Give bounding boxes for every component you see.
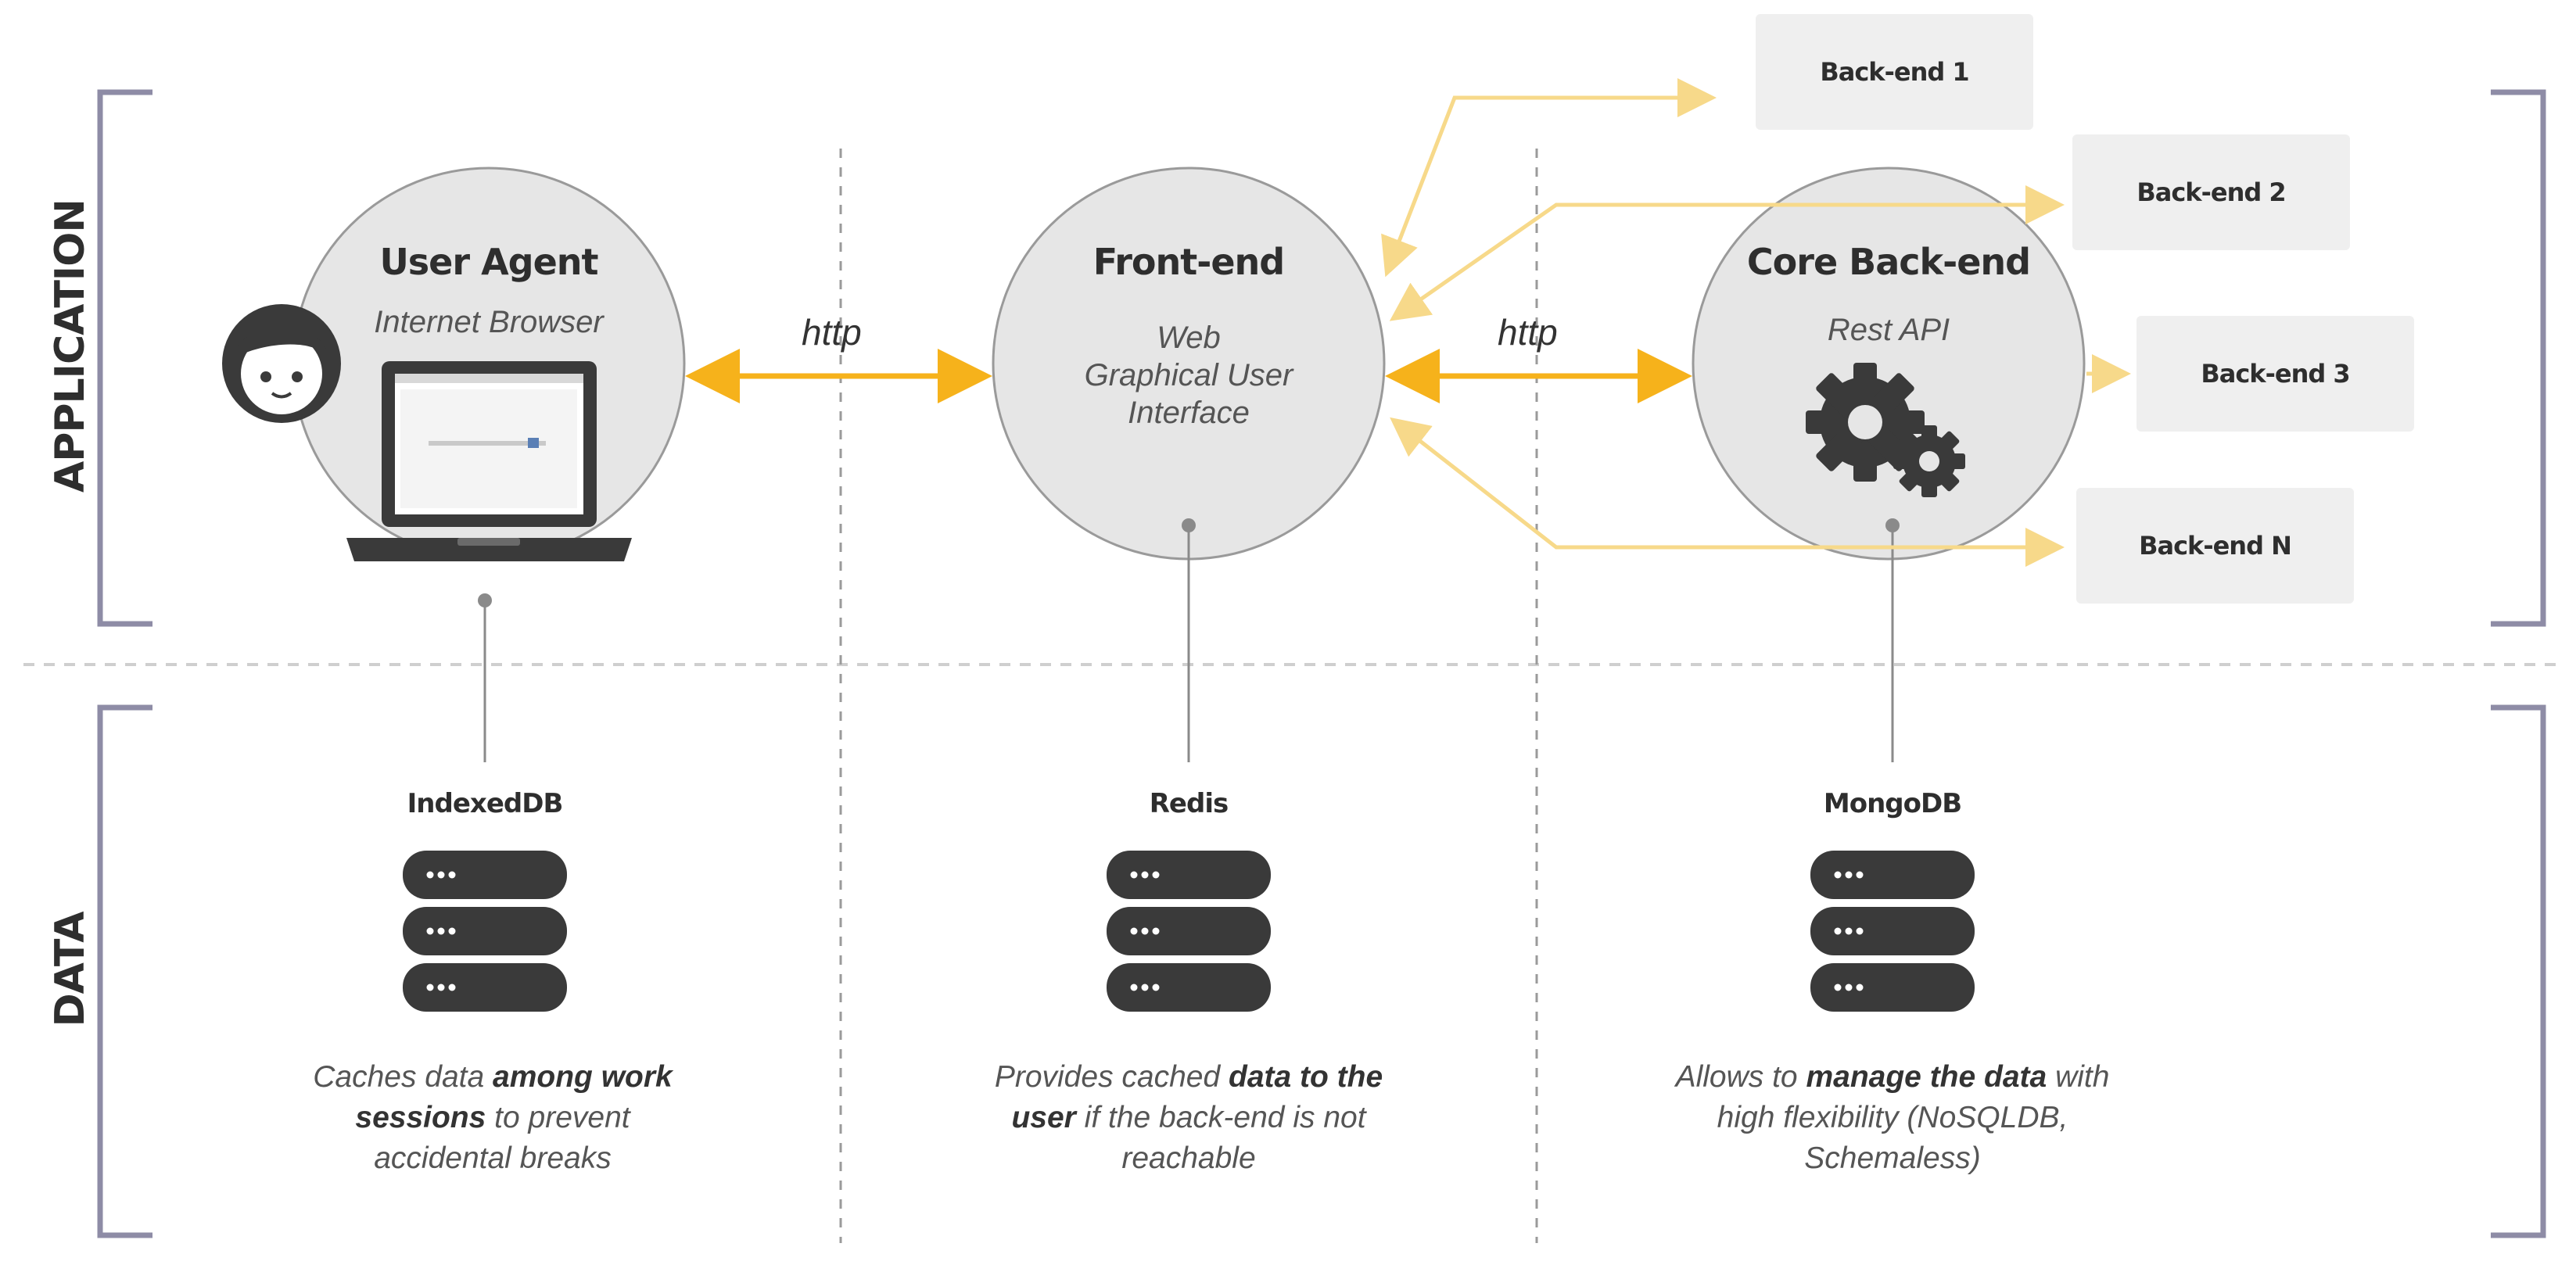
data-bracket-left: [97, 704, 152, 1238]
db-led: [1856, 871, 1864, 879]
db-disk: [403, 963, 567, 1012]
db-led: [1130, 871, 1138, 879]
db-disk: [1107, 907, 1271, 955]
db-led: [1856, 927, 1864, 935]
core-back-end-circle: [1692, 167, 2086, 561]
db-disk: [1107, 851, 1271, 899]
redis-icon: [1107, 851, 1271, 1012]
front-end-subtitle-line-1: Web: [1157, 321, 1221, 355]
indexeddb-icon: [403, 851, 567, 1012]
back-end-1-box: Back-end 1: [1756, 14, 2033, 130]
db-led: [426, 871, 434, 879]
arrow-back-end-2: [1389, 185, 2065, 321]
mongodb-desc-part-2: manage the data: [1806, 1060, 2047, 1094]
db-led: [1845, 871, 1853, 879]
user-agent-title: User Agent: [379, 241, 598, 283]
core-back-end-subtitle: Rest API: [1827, 313, 1950, 347]
db-led: [426, 984, 434, 991]
db-disk: [1107, 963, 1271, 1012]
gears-icon: [1806, 363, 1965, 497]
indexeddb-desc-part-3: to prevent accidental breaks: [374, 1101, 630, 1175]
db-led: [1834, 871, 1842, 879]
db-disk: [403, 907, 567, 955]
mongodb-desc-part-3: with high flexibility (NoSQLDB, Schemale…: [1717, 1060, 2110, 1175]
back-end-3-box: Back-end 3: [2137, 316, 2414, 432]
mongodb-label: MongoDB: [1823, 788, 1962, 819]
redis-description: Provides cached data to the user if the …: [962, 1057, 1415, 1179]
db-led: [437, 927, 445, 935]
front-end-title: Front-end: [1092, 241, 1285, 283]
user-agent-subtitle: Internet Browser: [374, 305, 604, 339]
redis-label: Redis: [1149, 788, 1229, 819]
front-end-subtitle-line-3: Interface: [1128, 396, 1250, 430]
db-led: [1152, 984, 1160, 991]
db-led: [1130, 927, 1138, 935]
arrow-back-end-n: [1390, 417, 2065, 567]
mongodb-desc-part-1: Allows to: [1675, 1060, 1806, 1094]
laptop-icon: [346, 361, 632, 561]
data-bracket-right: [2491, 704, 2546, 1238]
indexeddb-desc-part-1: Caches data: [313, 1060, 493, 1094]
indexeddb-label: IndexedDB: [407, 788, 564, 819]
indexeddb-description: Caches data among work sessions to preve…: [289, 1057, 696, 1179]
db-led: [1845, 984, 1853, 991]
back-end-2-box: Back-end 2: [2072, 134, 2350, 250]
http-label-left: http: [802, 312, 862, 353]
redis-desc-part-3: if the back-end is not reachable: [1075, 1101, 1366, 1175]
db-led: [1152, 871, 1160, 879]
db-led: [437, 984, 445, 991]
db-led: [426, 927, 434, 935]
db-led: [1141, 984, 1149, 991]
db-led: [448, 984, 456, 991]
redis-desc-part-1: Provides cached: [994, 1060, 1229, 1094]
data-section-label: DATA: [47, 912, 94, 1027]
user-agent-connector-dot: [478, 593, 492, 607]
mongodb-description: Allows to manage the data with high flex…: [1662, 1057, 2123, 1179]
db-led: [1152, 927, 1160, 935]
application-bracket-left: [97, 89, 152, 627]
db-led: [437, 871, 445, 879]
mongodb-icon: [1810, 851, 1975, 1012]
db-led: [1845, 927, 1853, 935]
db-led: [1130, 984, 1138, 991]
db-led: [1834, 927, 1842, 935]
http-label-right: http: [1498, 312, 1558, 353]
core-back-end-connector-dot: [1885, 518, 1900, 532]
application-section-label: APPLICATION: [47, 199, 94, 493]
front-end-connector-dot: [1182, 518, 1196, 532]
front-end-subtitle-line-2: Graphical User: [1084, 358, 1293, 392]
db-led: [448, 927, 456, 935]
db-disk: [403, 851, 567, 899]
redis-desc-part-2: data to the user: [1011, 1060, 1383, 1134]
db-disk: [1810, 963, 1975, 1012]
db-disk: [1810, 851, 1975, 899]
db-led: [1856, 984, 1864, 991]
user-face-icon: [222, 304, 341, 423]
db-led: [448, 871, 456, 879]
db-led: [1141, 927, 1149, 935]
indexeddb-desc-part-2: among work sessions: [355, 1060, 673, 1134]
front-end-subtitle: Web Graphical User Interface: [1032, 319, 1345, 432]
db-led: [1834, 984, 1842, 991]
application-bracket-right: [2491, 89, 2546, 627]
db-led: [1141, 871, 1149, 879]
arrow-back-end-1: [1381, 78, 1717, 278]
back-end-n-box: Back-end N: [2076, 488, 2354, 604]
db-disk: [1810, 907, 1975, 955]
core-back-end-title: Core Back-end: [1746, 241, 2031, 283]
